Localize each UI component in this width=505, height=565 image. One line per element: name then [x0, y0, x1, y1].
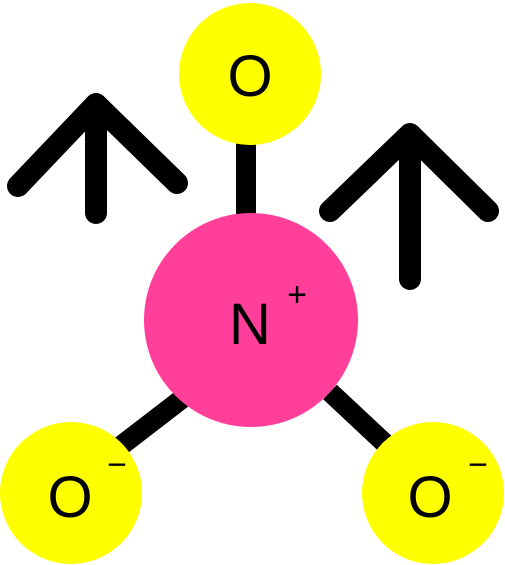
oxygen-atom-top: O — [179, 3, 321, 145]
charge-label: − — [468, 446, 488, 484]
charge-label: + — [287, 276, 307, 314]
charge-label: − — [107, 446, 127, 484]
bond-n-left-o — [111, 390, 190, 456]
atom-symbol: O — [407, 465, 452, 530]
oxygen-circle — [0, 422, 142, 564]
oxygen-circle — [179, 3, 321, 145]
bond-n-right-o — [323, 384, 399, 458]
atom-symbol: N — [229, 292, 271, 357]
nitrogen-circle — [144, 213, 358, 427]
oxygen-circle — [362, 422, 504, 564]
oxygen-atom-right: O − — [362, 422, 504, 564]
up-arrow-left — [7, 93, 188, 224]
atom-symbol: O — [227, 44, 272, 109]
nitrogen-atom: N + — [144, 213, 358, 427]
atom-symbol: O — [47, 465, 92, 530]
oxygen-atom-left: O − — [0, 422, 142, 564]
up-arrow-right — [319, 123, 499, 290]
